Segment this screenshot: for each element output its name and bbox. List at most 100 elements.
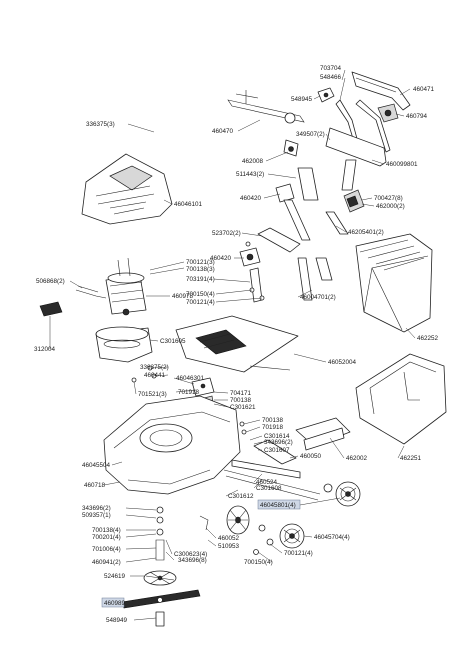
part-number-labels: 703704 548466 460471 548945 460794 33637… bbox=[34, 65, 439, 624]
switch-lever-460470 bbox=[227, 90, 305, 124]
label-700150-b: 700150(4) bbox=[244, 559, 273, 566]
label-548466: 548466 bbox=[320, 74, 342, 81]
label-c301608: C301608 bbox=[256, 485, 282, 492]
leader-lines bbox=[49, 69, 416, 621]
label-700427: 700427(8) bbox=[374, 195, 403, 202]
label-548945: 548945 bbox=[291, 96, 313, 103]
label-349507: 349507(2) bbox=[296, 131, 325, 138]
label-700138-3: 700138(3) bbox=[186, 266, 215, 273]
label-460794: 460794 bbox=[406, 113, 428, 120]
label-701918-b: 701918 bbox=[262, 424, 284, 431]
label-c300623: C300623(4) bbox=[174, 551, 207, 558]
label-700121-4: 700121(4) bbox=[186, 299, 215, 306]
label-460099801: 460099801 bbox=[386, 161, 418, 168]
rear-wheel-right bbox=[335, 481, 361, 507]
label-509357: 509357(1) bbox=[82, 512, 111, 519]
label-700138-b: 700138 bbox=[230, 397, 252, 404]
label-46045504: 46045504 bbox=[82, 462, 111, 469]
label-703191: 703191(4) bbox=[186, 276, 215, 283]
label-c301605: C301605 bbox=[160, 338, 186, 345]
safety-flap-46052004 bbox=[175, 315, 299, 373]
label-700121-3: 700121(3) bbox=[186, 259, 215, 266]
label-336375-2: 336375(2) bbox=[140, 364, 169, 371]
grass-box-462252 bbox=[355, 233, 433, 333]
label-462002: 462002 bbox=[346, 455, 368, 462]
label-c301614: C301614 bbox=[264, 433, 290, 440]
label-460524: 460524 bbox=[256, 479, 278, 486]
motor-460978 bbox=[105, 257, 147, 316]
label-46045704: 46045704(4) bbox=[314, 534, 350, 541]
label-700138-4: 700138(4) bbox=[92, 527, 121, 534]
label-c301621: C301621 bbox=[230, 404, 256, 411]
label-462251: 462251 bbox=[400, 455, 422, 462]
label-460718: 460718 bbox=[84, 482, 106, 489]
highlight-46045801 bbox=[257, 499, 301, 510]
fan-housing-c301605 bbox=[95, 326, 153, 363]
clamp-462000 bbox=[343, 189, 365, 213]
label-462000: 462000(2) bbox=[376, 203, 405, 210]
front-wheel-right bbox=[279, 523, 305, 549]
label-700150-4: 700150(4) bbox=[186, 291, 215, 298]
label-700121-c: 700121(4) bbox=[284, 550, 313, 557]
cable-relief-462008 bbox=[283, 139, 299, 157]
wheel-hub-right bbox=[323, 483, 333, 493]
label-460050: 460050 bbox=[300, 453, 322, 460]
label-343696-8: 343696(8) bbox=[178, 557, 207, 564]
label-460978: 460978 bbox=[172, 293, 194, 300]
knob-460420-lower bbox=[239, 247, 261, 267]
fan-524619 bbox=[143, 570, 177, 586]
label-312004: 312004 bbox=[34, 346, 56, 353]
label-343696-2: 343696(2) bbox=[264, 439, 293, 446]
grass-box-frame-462251 bbox=[355, 353, 447, 445]
motor-cover-46046101 bbox=[81, 153, 173, 225]
label-548949: 548949 bbox=[106, 617, 128, 624]
label-460471: 460471 bbox=[413, 86, 435, 93]
blade-460989 bbox=[121, 589, 201, 609]
label-46205401: 46205401(2) bbox=[348, 229, 384, 236]
height-lever-460050 bbox=[253, 439, 297, 465]
bolt-548949 bbox=[155, 611, 165, 627]
label-460441: 460441 bbox=[144, 372, 166, 379]
handle-bar-460099801 bbox=[297, 127, 387, 201]
front-wheel-left bbox=[226, 505, 250, 535]
label-c301612: C301612 bbox=[228, 493, 254, 500]
label-510953: 510953 bbox=[218, 543, 240, 550]
label-46046101: 46046101 bbox=[174, 201, 203, 208]
label-462008: 462008 bbox=[242, 158, 264, 165]
label-701918-a: 701918 bbox=[178, 389, 200, 396]
highlight-460989 bbox=[101, 597, 125, 608]
deck-46045504 bbox=[103, 395, 241, 495]
capacitor-312004 bbox=[39, 301, 63, 317]
wheel-fasteners bbox=[199, 515, 274, 555]
label-460989: 460989 bbox=[104, 600, 126, 607]
lower-handle-46205401 bbox=[257, 199, 349, 253]
label-460420-lower: 460420 bbox=[210, 255, 232, 262]
label-460420-upper: 460420 bbox=[240, 195, 262, 202]
label-c301607: C301607 bbox=[264, 447, 290, 454]
label-700201: 700201(4) bbox=[92, 534, 121, 541]
label-460052: 460052 bbox=[218, 535, 240, 542]
deflector-462002 bbox=[295, 417, 351, 451]
label-343696-2b: 343696(2) bbox=[82, 505, 111, 512]
label-523702: 523702(2) bbox=[212, 230, 241, 237]
label-460941: 460941(2) bbox=[92, 559, 121, 566]
label-701521: 701521(3) bbox=[138, 391, 167, 398]
cable-506868 bbox=[75, 285, 107, 299]
label-46004701: 46004701(2) bbox=[300, 294, 336, 301]
label-704171: 704171 bbox=[230, 390, 252, 397]
label-460470: 460470 bbox=[212, 128, 234, 135]
label-511443: 511443(2) bbox=[236, 171, 264, 178]
label-336375-3: 336375(3) bbox=[86, 121, 115, 128]
shaft-parts bbox=[155, 506, 165, 561]
cable-clip-548945 bbox=[317, 87, 335, 103]
label-46052004: 46052004 bbox=[328, 359, 357, 366]
label-701006: 701006(4) bbox=[92, 546, 121, 553]
label-524619: 524619 bbox=[104, 573, 126, 580]
label-462252: 462252 bbox=[417, 335, 439, 342]
label-506868: 506868(2) bbox=[36, 278, 65, 285]
label-700138-c: 700138 bbox=[262, 417, 284, 424]
cable-hook-460794 bbox=[377, 103, 399, 123]
label-46045801: 46045801(4) bbox=[260, 502, 296, 509]
